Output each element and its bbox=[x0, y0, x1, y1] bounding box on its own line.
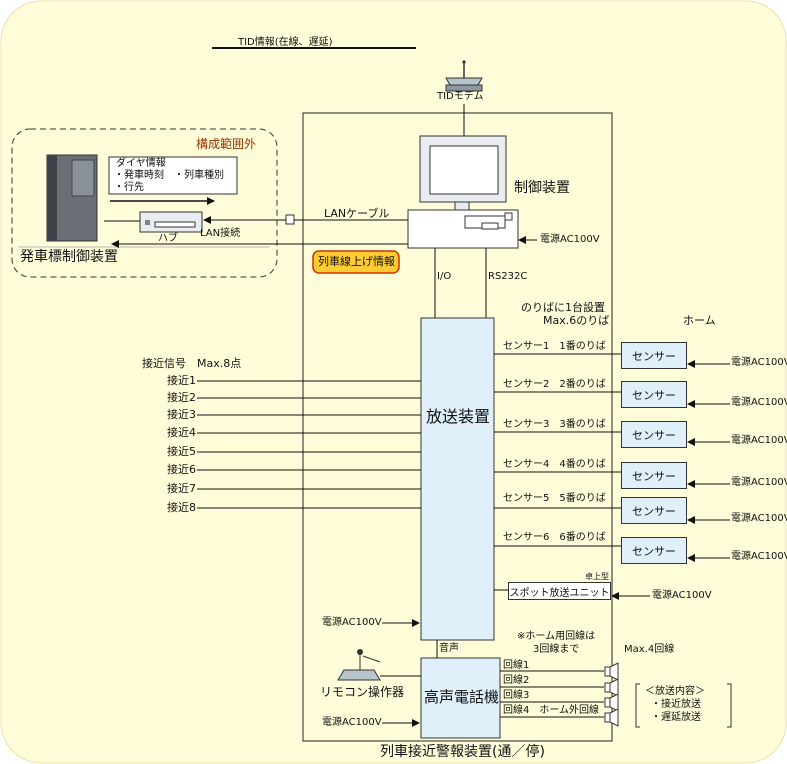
approach-2: 接近2 bbox=[167, 391, 196, 404]
sensor-power-1: 電源AC100V bbox=[731, 357, 787, 368]
home-label: ホーム bbox=[683, 314, 716, 327]
controller-pc-icon bbox=[407, 135, 519, 249]
spot-power-label: 電源AC100V bbox=[652, 590, 712, 601]
sensor-box-1: センサー bbox=[621, 342, 687, 369]
approach-5: 接近5 bbox=[167, 445, 196, 458]
broadcaster-box bbox=[420, 317, 495, 641]
remote-controller-icon bbox=[337, 649, 381, 681]
sensor-power-3: 電源AC100V bbox=[731, 435, 787, 446]
content-item-2: ・遅延放送 bbox=[651, 712, 701, 723]
sensor-line-6: センサー6 6番のりば bbox=[503, 532, 606, 543]
out-of-scope-region bbox=[11, 128, 278, 278]
sensor-line-1: センサー1 1番のりば bbox=[503, 341, 606, 352]
hub-icon bbox=[139, 211, 203, 233]
platform-note-2: Max.6のりば bbox=[543, 314, 610, 327]
phone-line-1: 回線1 bbox=[503, 660, 530, 671]
dia-info-box bbox=[108, 156, 238, 195]
remote-label: リモコン操作器 bbox=[320, 685, 405, 699]
content-header: ＜放送内容＞ bbox=[645, 686, 705, 697]
audio-label: 音声 bbox=[439, 643, 459, 654]
max-lines-label: Max.4回線 bbox=[624, 644, 675, 655]
sensor-power-6: 電源AC100V bbox=[731, 551, 787, 562]
controller-label: 制御装置 bbox=[514, 180, 570, 196]
speaker-icons bbox=[604, 662, 619, 727]
dia-info-line-1: ダイヤ情報 bbox=[116, 158, 166, 169]
sensor-power-2: 電源AC100V bbox=[731, 397, 787, 408]
sensor-box-4: センサー bbox=[621, 462, 687, 489]
phone-line-4: 回線4 ホーム外回線 bbox=[503, 705, 600, 716]
track-info-box bbox=[312, 250, 400, 274]
sensor-line-4: センサー4 4番のりば bbox=[503, 459, 606, 470]
tid-info-label: TID情報(在線、遅延) bbox=[238, 37, 333, 48]
sensor-box-3: センサー bbox=[621, 421, 687, 448]
broadcaster-power-label: 電源AC100V bbox=[322, 617, 382, 628]
phone-line-2: 回線2 bbox=[503, 675, 530, 686]
phone-note-2: 3回線まで bbox=[533, 644, 580, 655]
approach-1: 接近1 bbox=[167, 374, 196, 387]
platform-note-1: のりばに1台設置 bbox=[521, 301, 605, 314]
phone-lines bbox=[500, 670, 604, 718]
sensor-line-5: センサー5 5番のりば bbox=[503, 493, 606, 504]
hub-label: ハブ bbox=[158, 233, 178, 244]
spot-unit-box: スポット放送ユニット bbox=[508, 582, 611, 600]
sensor-power-arrows bbox=[687, 360, 730, 562]
system-title: 列車接近警報装置(通／停) bbox=[380, 744, 545, 760]
tid-modem-label: TIDモデム bbox=[437, 91, 484, 102]
content-bracket bbox=[635, 683, 732, 728]
approach-lines bbox=[197, 380, 421, 509]
broadcaster-label: 放送装置 bbox=[426, 407, 491, 426]
out-of-scope-label: 構成範囲外 bbox=[196, 137, 257, 151]
sensor-line-2: センサー2 2番のりば bbox=[503, 379, 606, 390]
departure-board-server-icon bbox=[46, 154, 98, 242]
io-label: I/O bbox=[437, 271, 452, 282]
dia-info-line-3: ・行先 bbox=[114, 182, 144, 193]
content-item-1: ・接近放送 bbox=[651, 699, 701, 710]
rs232c-label: RS232C bbox=[488, 271, 528, 282]
approach-8: 接近8 bbox=[167, 501, 196, 514]
sensor-box-5: センサー bbox=[621, 497, 687, 524]
controller-power-label: 電源AC100V bbox=[540, 234, 600, 245]
phone-label: 高声電話機 bbox=[424, 688, 500, 706]
lan-port bbox=[285, 214, 295, 225]
sensor-lines bbox=[494, 353, 621, 547]
departure-board-label: 発車標制御装置 bbox=[20, 249, 118, 265]
phone-note-1: ※ホーム用回線は bbox=[517, 631, 596, 642]
system-frame bbox=[302, 112, 613, 742]
phone-line-3: 回線3 bbox=[503, 690, 530, 701]
approach-header: 接近信号 Max.8点 bbox=[142, 357, 242, 370]
lan-cable-label: LANケーブル bbox=[324, 207, 390, 220]
approach-7: 接近7 bbox=[167, 482, 196, 495]
approach-3: 接近3 bbox=[167, 408, 196, 421]
phone-power-label: 電源AC100V bbox=[322, 717, 382, 728]
sensor-box-6: センサー bbox=[621, 537, 687, 564]
approach-4: 接近4 bbox=[167, 426, 196, 439]
sensor-power-4: 電源AC100V bbox=[731, 477, 787, 488]
sensor-power-5: 電源AC100V bbox=[731, 513, 787, 524]
track-info-label: 列車線上げ情報 bbox=[318, 255, 395, 268]
desk-type-label: 卓上型 bbox=[585, 572, 609, 581]
tid-modem-icon bbox=[445, 60, 483, 92]
phone-box bbox=[420, 657, 501, 739]
sensor-line-3: センサー3 3番のりば bbox=[503, 419, 606, 430]
lan-connect-label: LAN接続 bbox=[200, 228, 241, 239]
approach-6: 接近6 bbox=[167, 463, 196, 476]
sensor-box-2: センサー bbox=[621, 381, 687, 408]
dia-info-line-2: ・発車時刻 ・列車種別 bbox=[114, 170, 224, 181]
